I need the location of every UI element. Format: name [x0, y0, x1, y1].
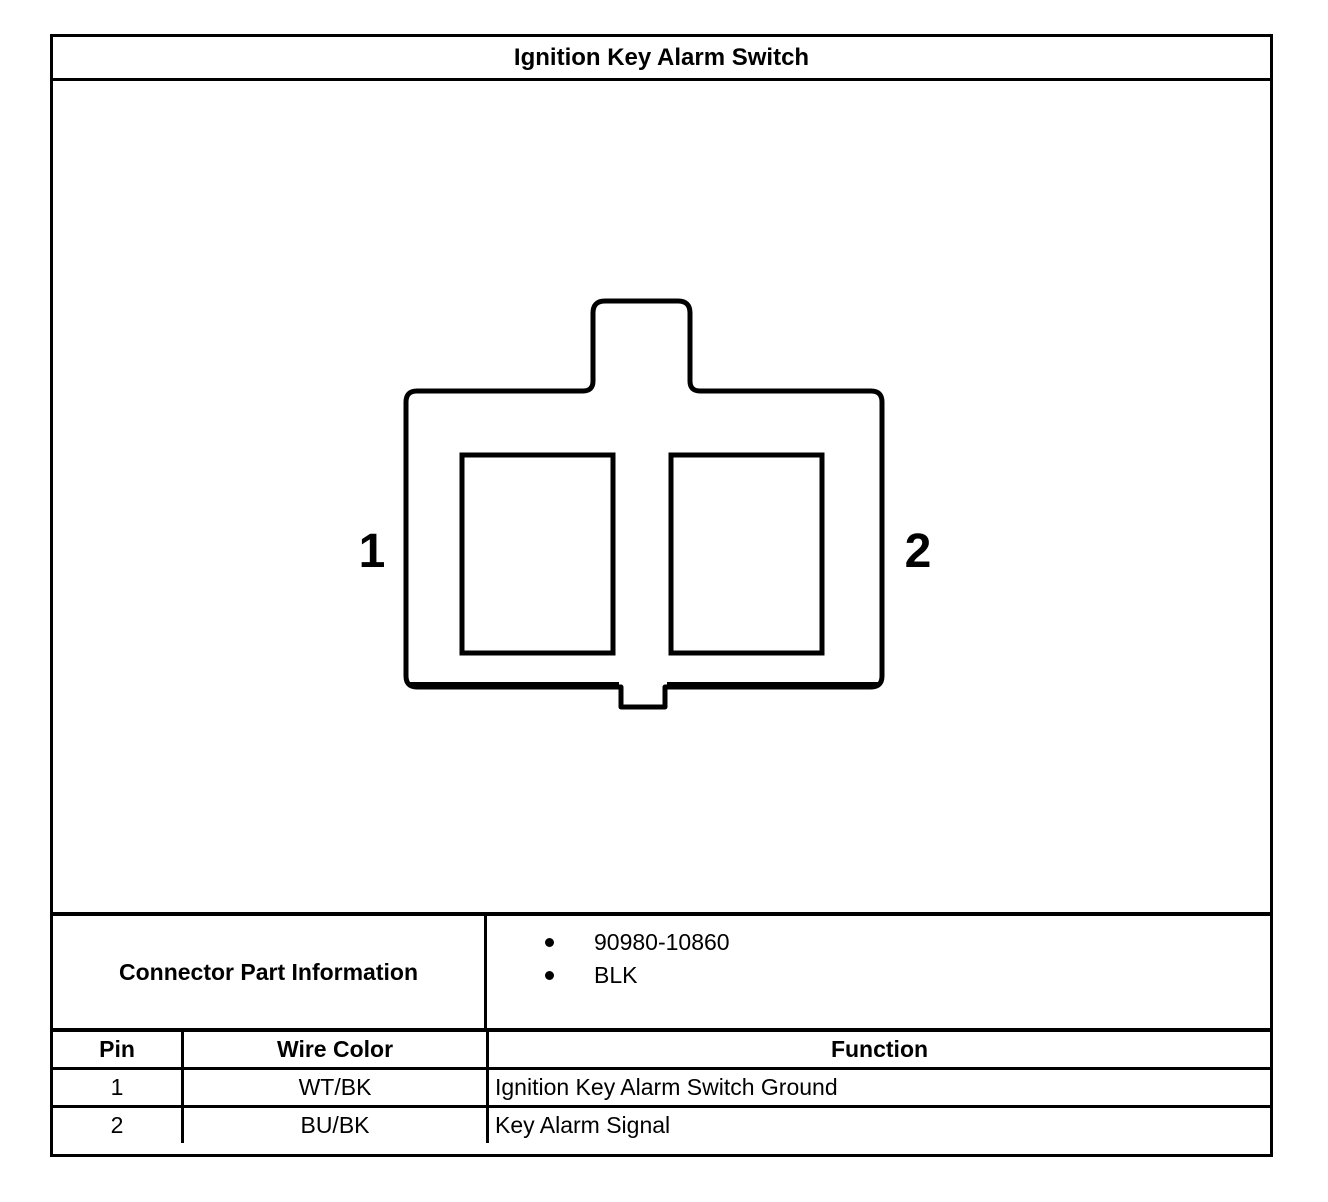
connector-face-drawing: 1 2 — [359, 298, 932, 710]
pin-number: 2 — [53, 1105, 184, 1143]
pin-2-label: 2 — [905, 525, 932, 578]
connector-part-number: 90980-10860 — [594, 929, 730, 955]
pin-table-header: Pin Wire Color Function — [53, 1032, 1270, 1070]
connector-housing-outline — [403, 298, 885, 710]
wire-color: BU/BK — [181, 1105, 489, 1143]
bullet-icon — [545, 938, 554, 947]
connector-part-information-list: 90980-10860 BLK — [487, 916, 1270, 1038]
pin-2-cavity — [668, 452, 825, 656]
header-function: Function — [486, 1032, 1270, 1070]
table-row: 1 WT/BK Ignition Key Alarm Switch Ground — [53, 1067, 1270, 1108]
pin-number: 1 — [53, 1067, 184, 1108]
connector-color: BLK — [594, 962, 638, 988]
pin-1-cavity — [459, 452, 616, 656]
pin-function: Ignition Key Alarm Switch Ground — [486, 1067, 1270, 1108]
bullet-icon — [545, 971, 554, 980]
pin-1-label: 1 — [359, 525, 386, 578]
wire-color: WT/BK — [181, 1067, 489, 1108]
table-row: 2 BU/BK Key Alarm Signal — [53, 1105, 1270, 1143]
connector-sheet: Ignition Key Alarm Switch 1 2 Connector … — [50, 34, 1273, 1157]
connector-part-information-label: Connector Part Information — [53, 916, 487, 1028]
connector-color-item: BLK — [487, 959, 1270, 992]
header-pin: Pin — [53, 1032, 184, 1070]
connector-part-information-row: Connector Part Information 90980-10860 B… — [53, 912, 1270, 1032]
pin-table: Pin Wire Color Function 1 WT/BK Ignition… — [53, 1032, 1270, 1143]
connector-diagram: 1 2 — [53, 81, 1270, 914]
header-wire-color: Wire Color — [181, 1032, 489, 1070]
connector-part-number-item: 90980-10860 — [487, 926, 1270, 959]
connector-title: Ignition Key Alarm Switch — [53, 37, 1270, 81]
pin-function: Key Alarm Signal — [486, 1105, 1270, 1143]
